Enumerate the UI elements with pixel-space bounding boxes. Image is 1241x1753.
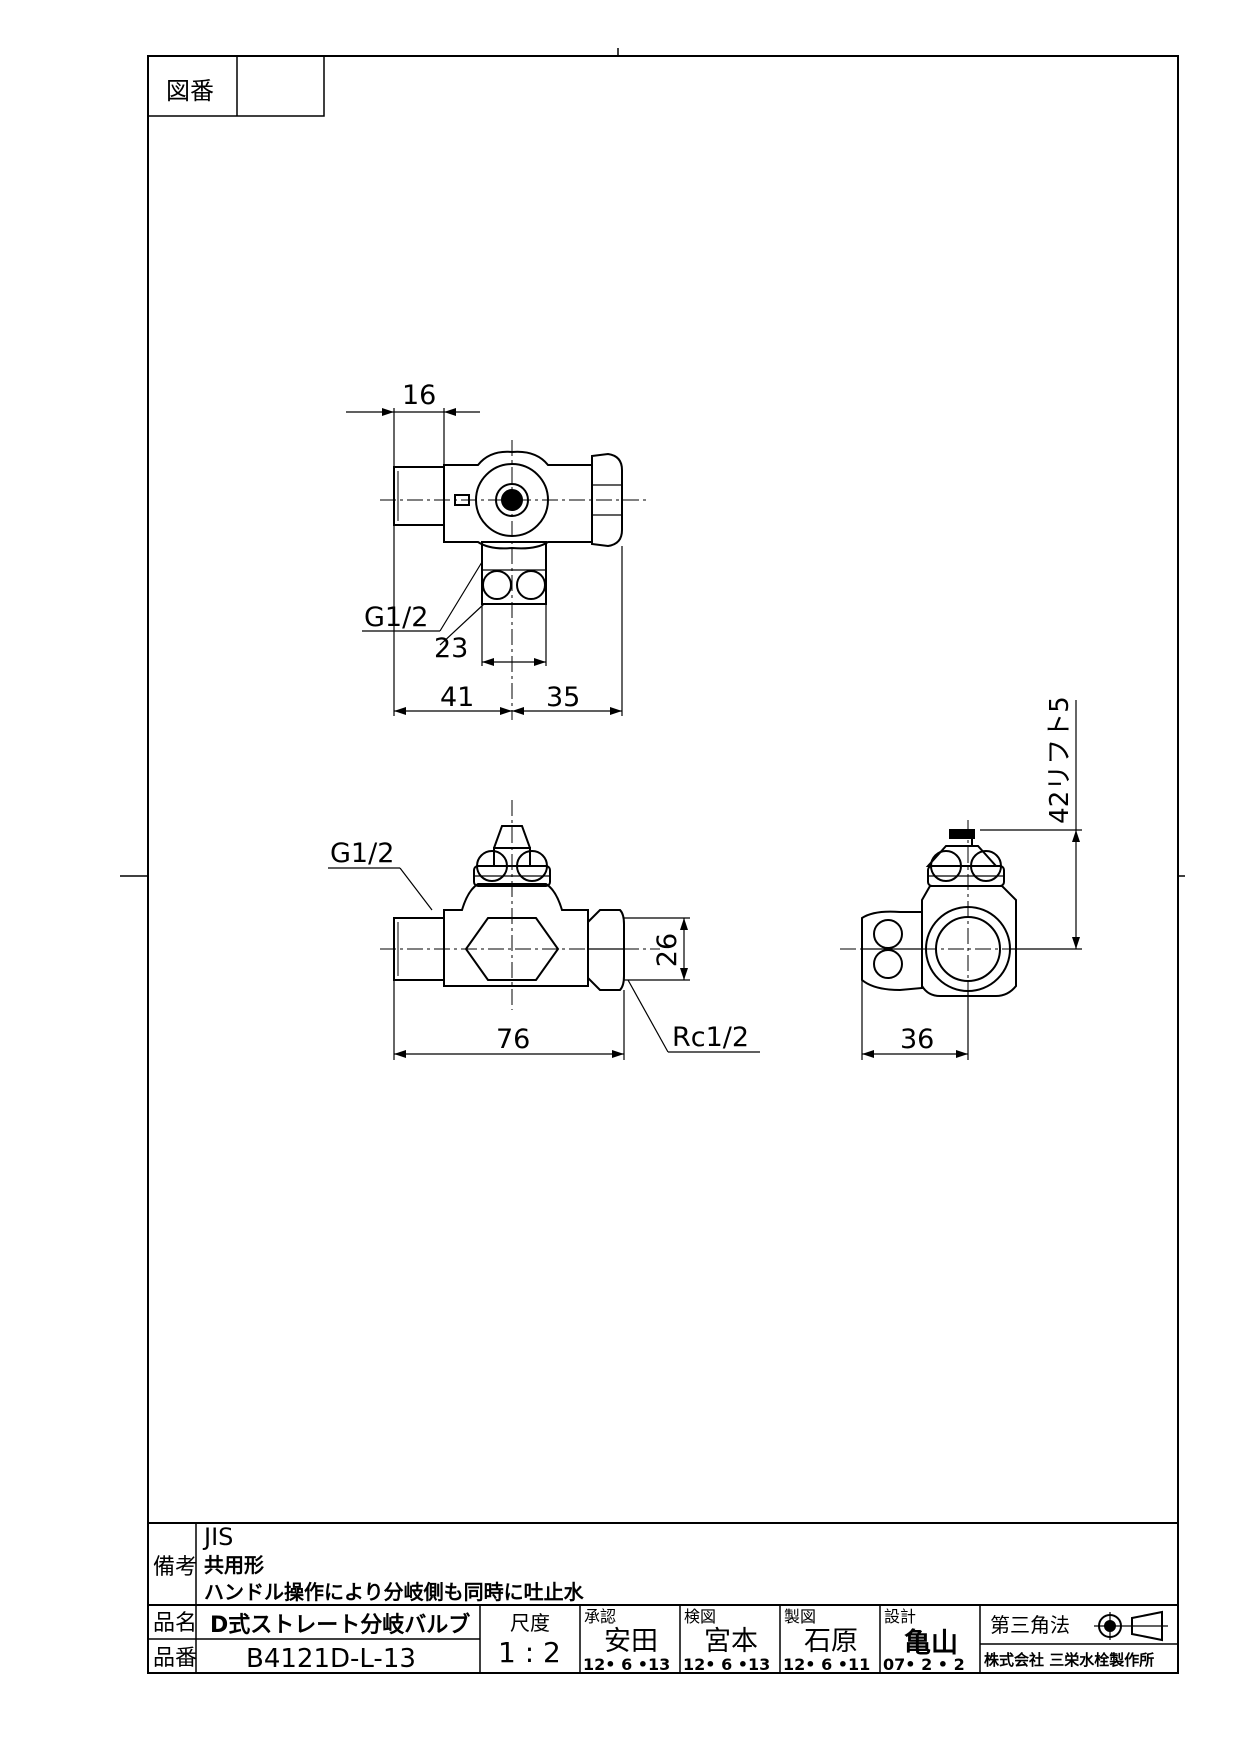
- remark-line-3: ハンドル操作により分岐側も同時に吐止水: [204, 1580, 585, 1604]
- scale-value: 1 : 2: [498, 1636, 561, 1669]
- product-number-label: 品番: [153, 1646, 197, 1671]
- remark-line-2: 共用形: [204, 1553, 264, 1577]
- company-name: 株式会社 三栄水栓製作所: [984, 1651, 1154, 1669]
- product-name: D式ストレート分岐バルブ: [210, 1612, 470, 1638]
- product-name-label: 品名: [153, 1611, 197, 1636]
- check-date: 12• 6 •13: [683, 1655, 770, 1674]
- drawing-number-label: 図番: [166, 77, 214, 105]
- front-thread-label: G1/2: [330, 838, 394, 869]
- drafting-role: 製図: [784, 1607, 816, 1626]
- drafting-name: 石原: [804, 1626, 858, 1657]
- top-thread-label: G1/2: [364, 602, 428, 633]
- top-view: [346, 408, 650, 720]
- title-block: [148, 1522, 1178, 1673]
- product-number: B4121D-L-13: [246, 1644, 416, 1674]
- dim-23: 23: [434, 633, 468, 664]
- dim-76: 76: [496, 1024, 530, 1055]
- scale-label: 尺度: [510, 1611, 550, 1635]
- check-name: 宮本: [704, 1626, 758, 1657]
- sheet-border: [147, 55, 1179, 1674]
- projection-method: 第三角法: [990, 1613, 1070, 1637]
- check-role: 検図: [684, 1607, 716, 1626]
- front-thread-label-rc: Rc1/2: [672, 1022, 749, 1053]
- dim-41: 41: [440, 682, 474, 713]
- dim-26: 26: [652, 933, 683, 967]
- remark-line-1: JIS: [202, 1523, 233, 1551]
- approval-name: 安田: [604, 1626, 658, 1657]
- front-view: [328, 800, 760, 1060]
- design-name: 亀山: [904, 1628, 958, 1659]
- drafting-date: 12• 6 •11: [783, 1655, 870, 1674]
- drawing-number-box: [147, 55, 325, 117]
- approval-role: 承認: [584, 1607, 616, 1626]
- approval-date: 12• 6 •13: [583, 1655, 670, 1674]
- dim-16: 16: [402, 380, 436, 411]
- dim-42-lift-5: 42リフト5: [1045, 696, 1075, 824]
- dim-36: 36: [900, 1024, 934, 1055]
- dim-35: 35: [546, 682, 580, 713]
- design-role: 設計: [884, 1607, 916, 1626]
- side-view: [840, 700, 1082, 1060]
- remarks-label: 備考: [153, 1555, 197, 1580]
- design-date: 07• 2 • 2: [883, 1655, 965, 1674]
